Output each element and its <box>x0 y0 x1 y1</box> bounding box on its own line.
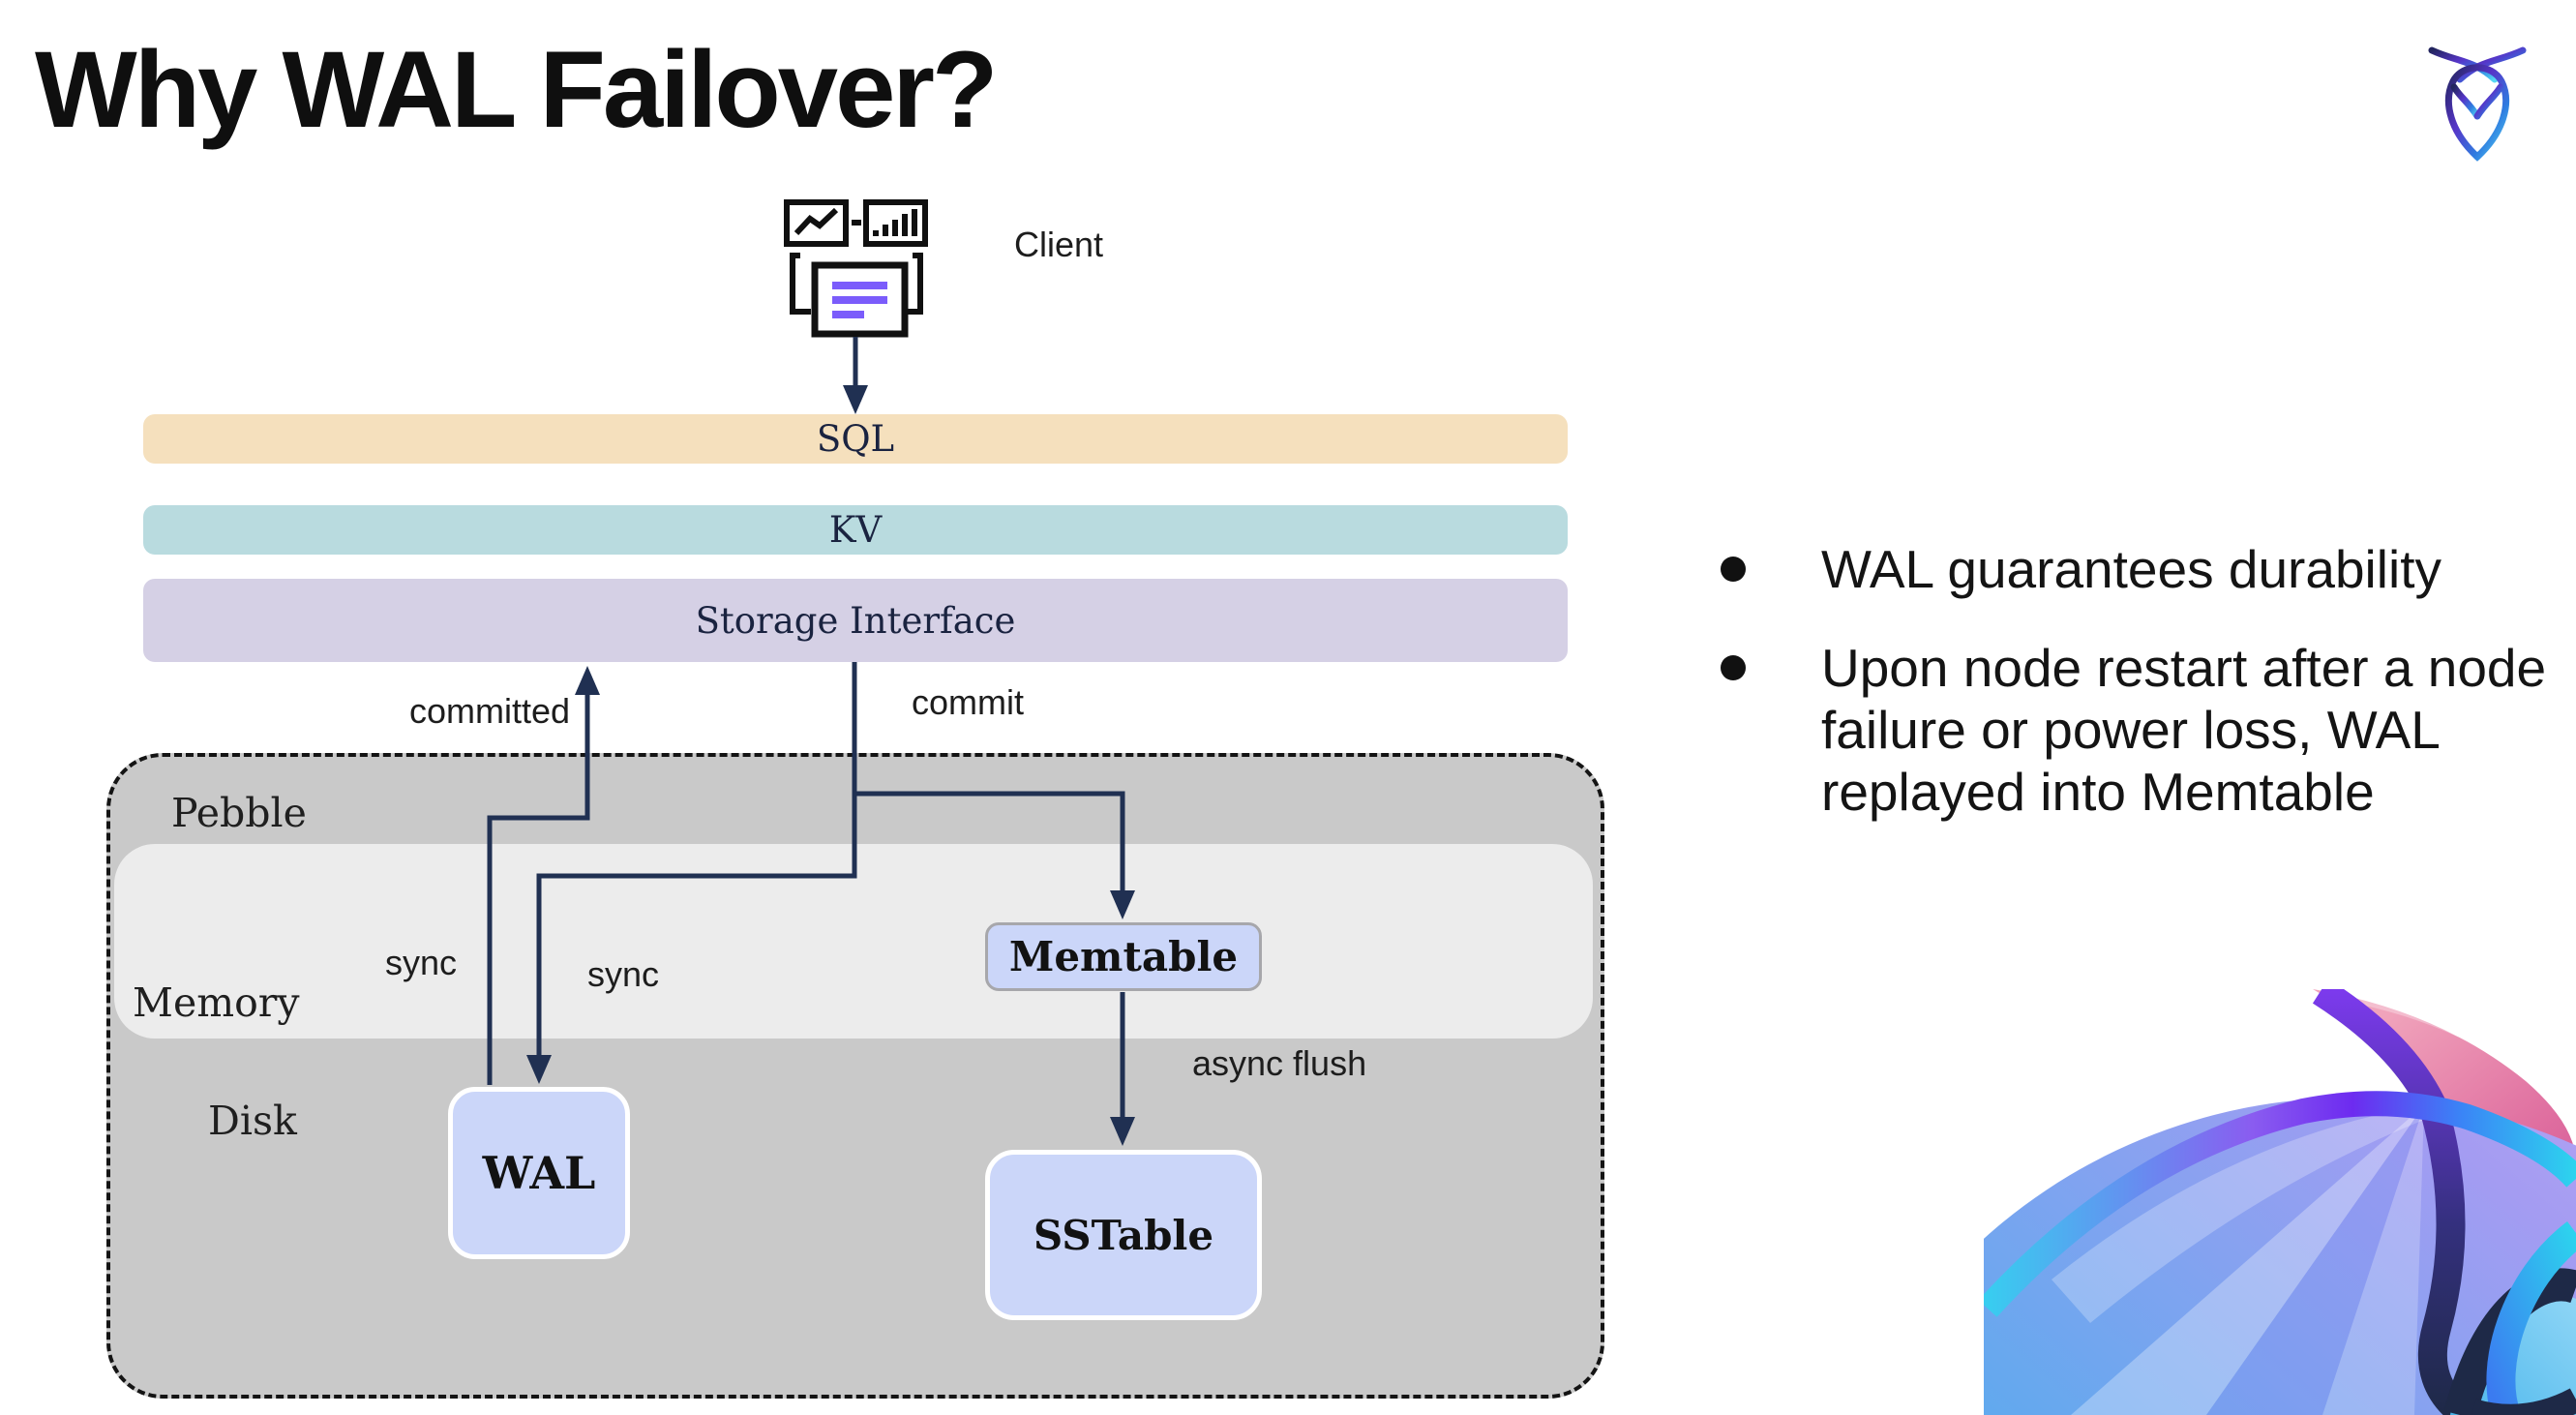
layer-bar-storage-interface: Storage Interface <box>143 579 1568 662</box>
client-label: Client <box>1014 225 1104 264</box>
layer-label-kv: KV <box>828 509 883 551</box>
bullet-text: Upon node restart after a node failure o… <box>1821 638 2547 822</box>
bullet-item: Upon node restart after a node failure o… <box>1719 637 2576 823</box>
memory-label: Memory <box>133 979 300 1026</box>
cockroach-logo-icon <box>2428 46 2527 162</box>
page-title: Why WAL Failover? <box>35 29 998 150</box>
layer-label-storage-interface: Storage Interface <box>695 599 1016 642</box>
layer-bar-kv: KV <box>143 505 1568 555</box>
memtable-box: Memtable <box>985 922 1262 991</box>
edge-label-async-flush: async flush <box>1192 1043 1367 1083</box>
sstable-label: SSTable <box>1033 1211 1214 1259</box>
wal-label: WAL <box>482 1147 596 1199</box>
layer-bar-sql: SQL <box>143 414 1568 464</box>
bullet-dot <box>1721 655 1746 680</box>
corner-brand-art <box>1984 989 2576 1415</box>
pebble-label: Pebble <box>171 790 307 836</box>
edge-label-commit: commit <box>912 682 1024 722</box>
bullet-list: WAL guarantees durability Upon node rest… <box>1719 538 2551 823</box>
edge-label-sync-up: sync <box>385 943 458 982</box>
layer-label-sql: SQL <box>816 418 895 460</box>
bullet-dot <box>1721 557 1746 582</box>
memtable-label: Memtable <box>1008 933 1239 980</box>
bullet-text: WAL guarantees durability <box>1821 539 2441 599</box>
client-icon <box>784 199 928 338</box>
disk-label: Disk <box>208 1098 297 1144</box>
edge-label-sync-down: sync <box>587 954 660 994</box>
sstable-box: SSTable <box>985 1150 1262 1320</box>
wal-box: WAL <box>448 1087 630 1259</box>
edge-label-committed: committed <box>409 691 571 731</box>
bullet-item: WAL guarantees durability <box>1719 538 2576 600</box>
